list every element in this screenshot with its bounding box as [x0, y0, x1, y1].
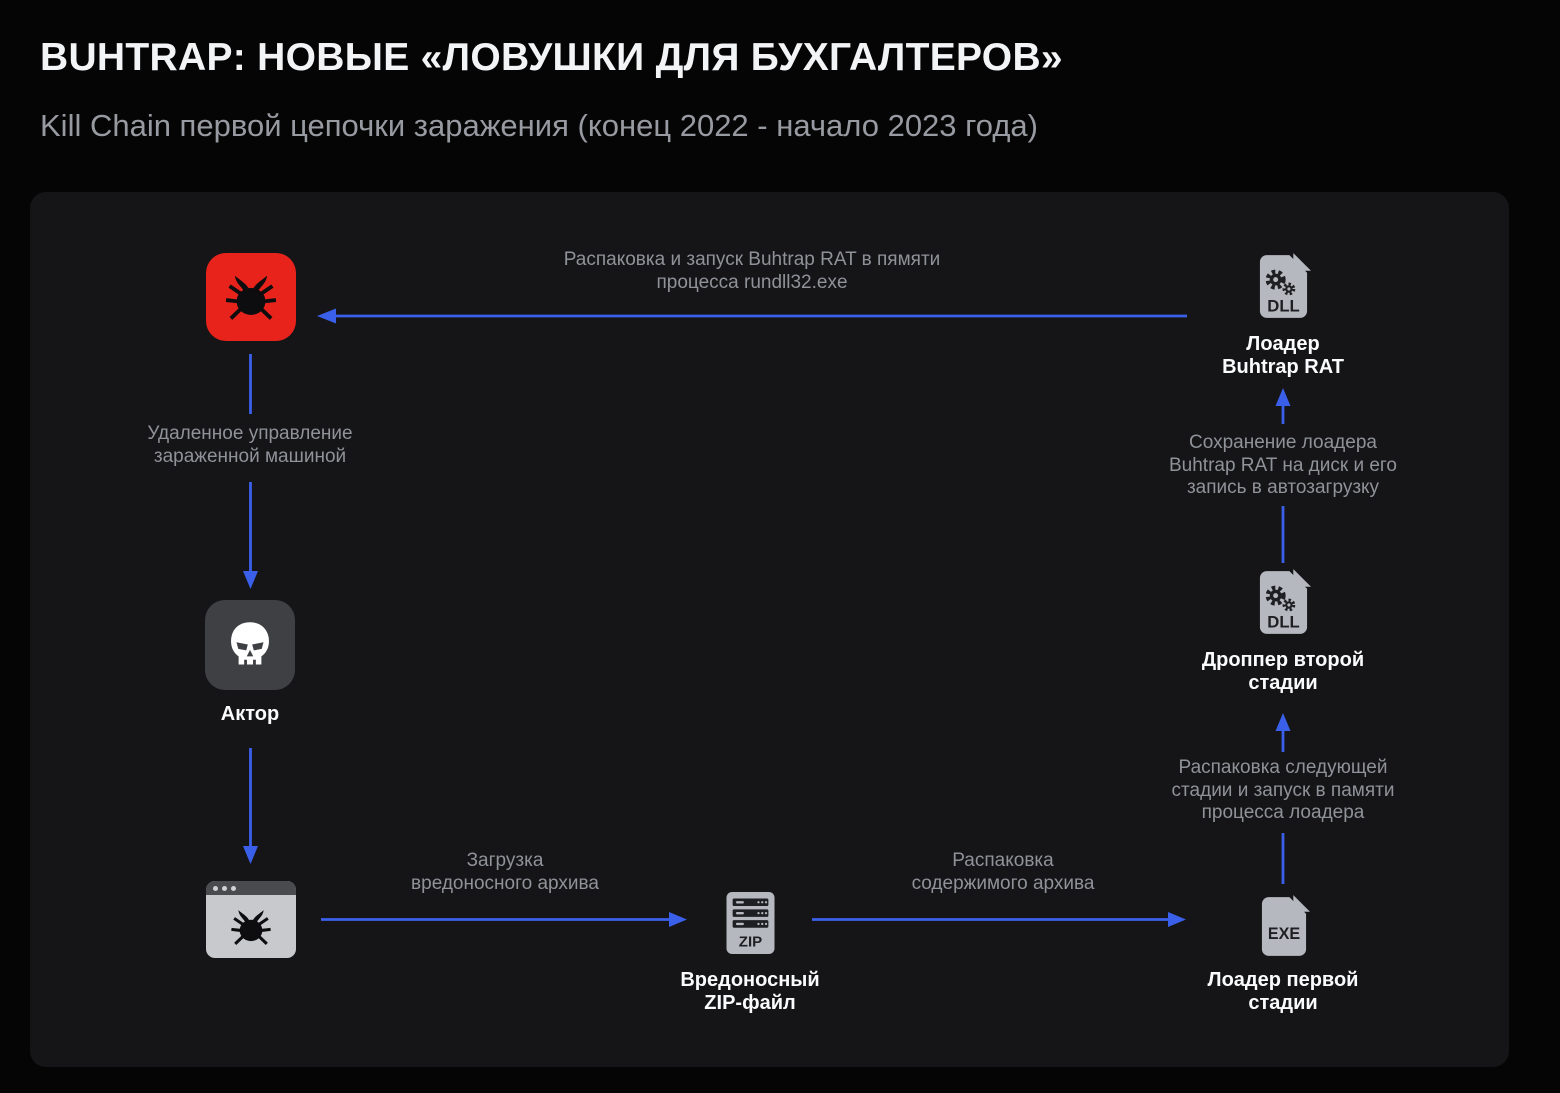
edge-label-save-loader: Сохранение лоадера Buhtrap RAT на диск и…	[1168, 432, 1398, 498]
dll-file-icon: DLL	[1259, 569, 1311, 634]
actor-label: Актор	[220, 703, 280, 725]
dll-badge: DLL	[1267, 297, 1299, 316]
bug-icon	[231, 909, 271, 945]
exe-badge: EXE	[1268, 925, 1301, 943]
infected-site-node	[206, 881, 296, 958]
dropper-label: Дроппер второй стадии	[1201, 649, 1365, 694]
skull-icon	[231, 622, 269, 665]
loader-first-stage-label: Лоадер первой стадии	[1207, 969, 1359, 1014]
loader-rat-label: Лоадер Buhtrap RAT	[1222, 333, 1344, 378]
zip-file-icon: ZIP	[726, 891, 775, 955]
edge-label-unpack-archive: Распаковка содержимого архива	[911, 850, 1095, 894]
page-title: BUHTRAP: НОВЫЕ «ЛОВУШКИ ДЛЯ БУХГАЛТЕРОВ»	[40, 36, 1063, 79]
window-dot	[213, 885, 218, 891]
window-dot	[222, 885, 227, 891]
edge-label-download-archive: Загрузка вредоносного архива	[411, 850, 599, 894]
edge-label-unpack-run-rat: Распаковка и запуск Buhtrap RAT в пямяти…	[563, 249, 941, 293]
edge-label-unpack-next-stage: Распаковка следующей стадии и запуск в п…	[1171, 757, 1395, 823]
bug-icon	[225, 275, 277, 320]
zip-badge: ZIP	[739, 934, 762, 951]
window-dot	[231, 885, 236, 891]
zip-file-label: Вредоносный ZIP-файл	[680, 969, 820, 1014]
page-subtitle: Kill Chain первой цепочки заражения (кон…	[40, 108, 1038, 143]
edge-label-remote-control: Удаленное управление зараженной машиной	[147, 423, 353, 467]
dll-file-icon: DLL	[1259, 253, 1311, 318]
actor-node	[205, 600, 295, 690]
browser-body	[206, 895, 296, 958]
buhtrap-rat-node	[206, 253, 296, 341]
browser-titlebar	[206, 881, 296, 895]
dll-badge: DLL	[1267, 613, 1299, 632]
exe-file-icon: EXE	[1261, 895, 1310, 956]
